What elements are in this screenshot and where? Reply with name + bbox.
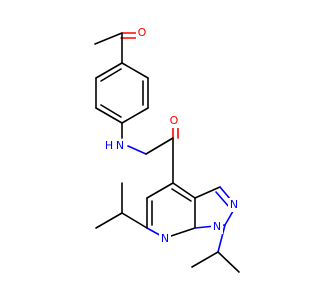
atom-label-n1-pyrazole: N xyxy=(213,220,221,233)
bond-pyrazole-1 xyxy=(194,186,221,199)
bond-core6-6 xyxy=(172,182,196,199)
bond-ring-a-inner-2 xyxy=(100,104,122,118)
bond-core6-1 xyxy=(146,182,174,199)
bond-right-isopropyl-2 xyxy=(217,251,240,273)
bond-ring-a1 xyxy=(121,62,149,79)
bond-right-isopropyl-stem xyxy=(217,224,226,253)
label-bg-n1-pyrazole xyxy=(211,220,223,234)
bond-amide-c xyxy=(145,137,174,155)
bond-ring-a6 xyxy=(95,62,123,79)
label-bg-o-ketone xyxy=(136,25,148,39)
bond-ring-a-inner-3 xyxy=(100,68,122,82)
bond-left-isopropyl-stem xyxy=(121,212,148,229)
bond-pyrazole-2-double xyxy=(215,191,231,209)
label-bg-n-pyridine xyxy=(159,232,171,246)
label-bg-o-amide xyxy=(168,114,180,128)
bond-ring-a3 xyxy=(121,107,149,124)
atom-label-n2-pyrazole: N xyxy=(230,198,238,211)
atom-label-o-ketone: O xyxy=(138,26,147,39)
atom-label-o-amide: O xyxy=(170,114,179,127)
atom-label-n-amide: N xyxy=(116,139,124,152)
bond-ring-a4 xyxy=(95,107,123,124)
label-bg-n2-pyrazole xyxy=(228,198,240,212)
bond-amide-nh xyxy=(127,145,147,155)
bond-core6-inner-2 xyxy=(171,188,192,202)
label-bg-h-amide xyxy=(104,139,114,153)
atom-label-n-pyridine: N xyxy=(161,232,169,245)
atom-label-h-amide: H xyxy=(105,139,113,152)
bond-left-isopropyl-1 xyxy=(95,212,123,229)
molecule-structure: O N H O N N N xyxy=(94,25,240,273)
bond-right-isopropyl-1 xyxy=(191,251,219,268)
bond-acetyl-methyl xyxy=(94,32,123,45)
label-bg-n-amide xyxy=(114,139,126,153)
